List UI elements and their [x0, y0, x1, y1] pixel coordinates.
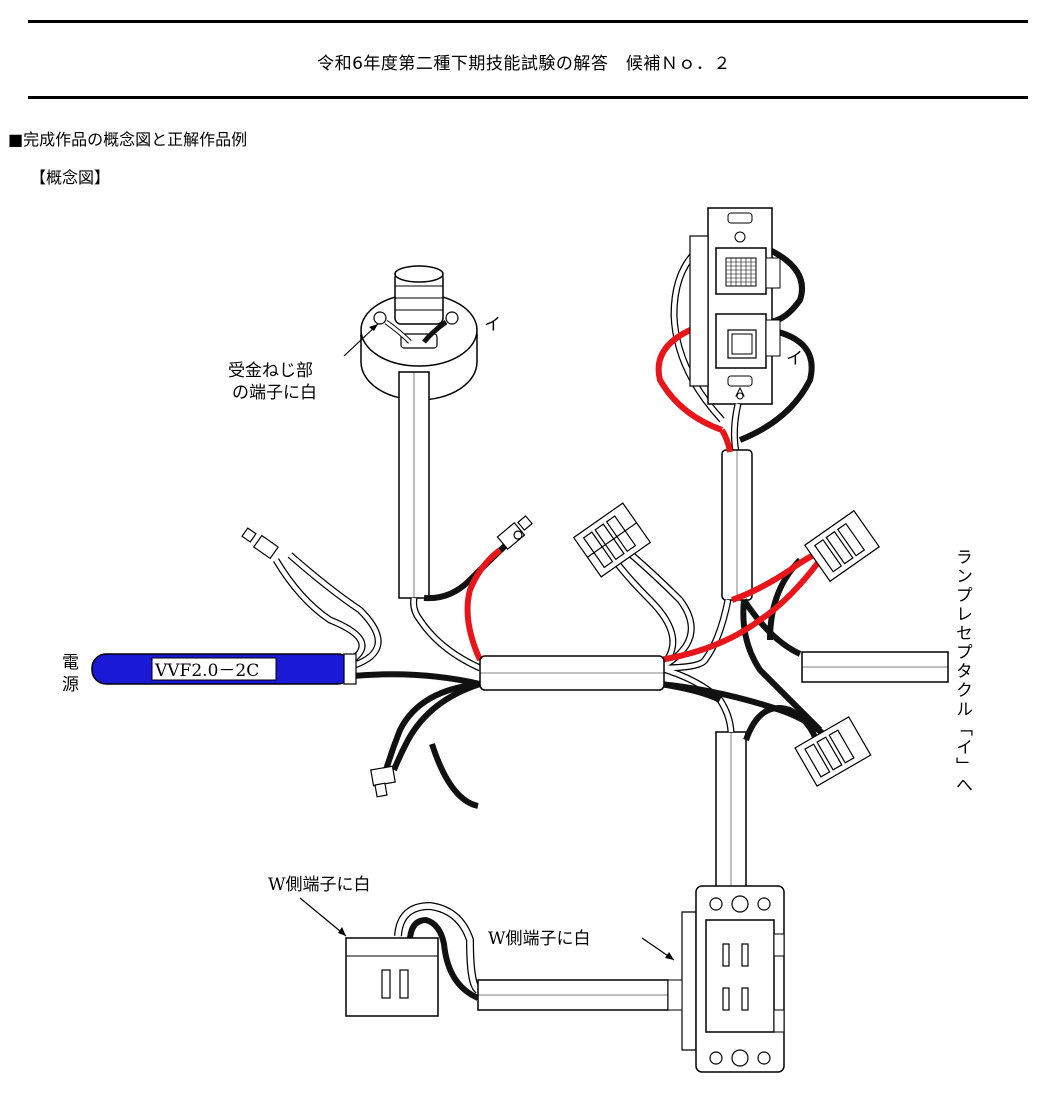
lamp-note-line2: の端子に白	[232, 383, 317, 403]
push-connector-upper-left	[572, 502, 652, 578]
power-label-line1: 電	[62, 653, 79, 673]
top-rule	[28, 20, 1028, 23]
push-connector-upper-right	[803, 509, 881, 583]
main-sheath	[479, 655, 665, 691]
power-cable	[91, 653, 357, 685]
outlet-w-note-right: W側端子に白	[488, 929, 590, 949]
switch-assembly	[655, 207, 815, 443]
section-heading: ■完成作品の概念図と正解作品例	[8, 130, 248, 149]
lamp-receptacle	[360, 265, 478, 401]
lamp-note-line1: 受金ねじ部	[228, 361, 313, 381]
outlet	[681, 885, 785, 1073]
outlet-note-left-arrowhead	[338, 927, 346, 936]
outlet-cable	[715, 731, 747, 911]
push-connector-lower-right	[794, 716, 872, 787]
power-label-line2: 源	[62, 675, 79, 695]
outlet-note-right-arrowhead	[665, 952, 674, 960]
outlet-note-left-arrow	[299, 897, 347, 937]
page-title: 令和6年度第二種下期技能試験の解答 候補Ｎｏ．２	[317, 54, 731, 74]
crimp-sleeve-left-top	[241, 527, 280, 560]
crimp-sleeve-center-top	[496, 515, 533, 551]
to-receptacle-note: ランプレセプタクル「イ」へ	[952, 548, 973, 795]
lamp-cable	[398, 371, 430, 599]
plug	[345, 937, 439, 1017]
lamp-note-arrowhead	[369, 324, 378, 331]
switch-terminal-i-label: イ	[786, 349, 803, 369]
cable-to-receptacle	[801, 651, 949, 683]
black-wires	[351, 542, 833, 772]
switch-cable	[721, 403, 753, 601]
outlet-side-cable	[394, 743, 683, 1011]
lamp-terminal-i-label: イ	[484, 315, 501, 335]
subheading: 【概念図】	[30, 168, 111, 187]
red-wires	[464, 428, 832, 663]
white-wires	[272, 542, 735, 733]
outlet-w-note-left: W側端子に白	[268, 875, 370, 895]
crimp-sleeve-left-bottom	[370, 765, 396, 798]
power-cable-label: VVF2.0－2C	[154, 661, 259, 681]
bottom-rule	[28, 96, 1028, 99]
